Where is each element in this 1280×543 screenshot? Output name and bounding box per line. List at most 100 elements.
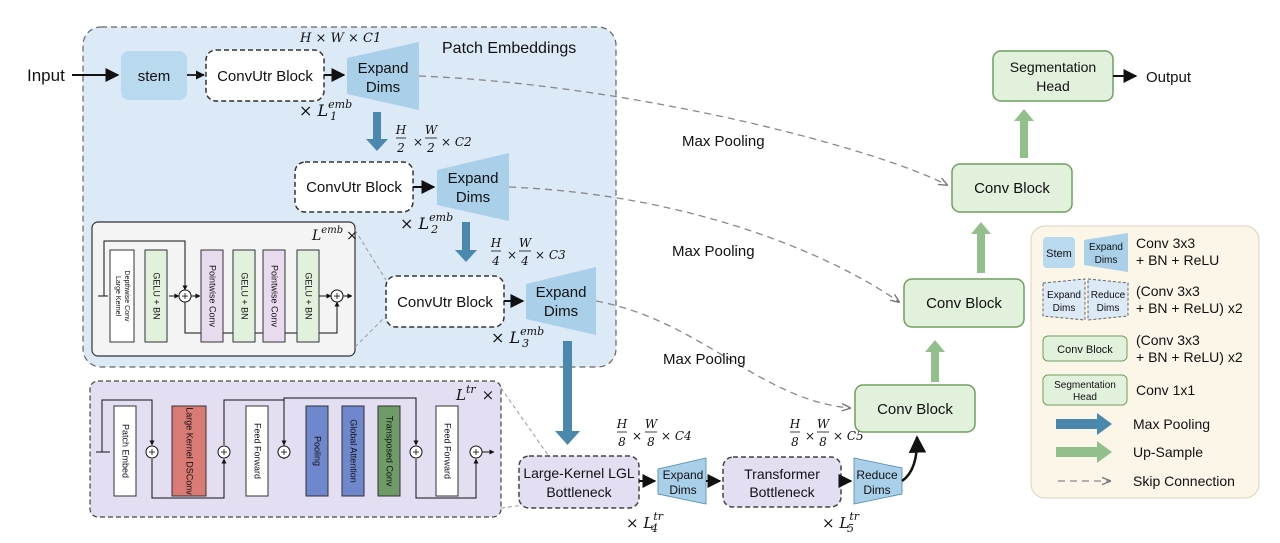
legend-up-sample-arrow [1056,441,1112,463]
expand-dims-2 [437,153,509,221]
legend-skip-connection: Skip Connection [1133,473,1235,489]
reduce-dims [853,457,903,505]
expand-dims-3-line1: Expand [536,284,587,301]
emb-pointwise-conv-1-label: Pointwise Conv [208,265,218,328]
svg-text:Head: Head [1073,392,1097,403]
expand-dims-3 [526,267,596,335]
svg-text:× C5: × C5 [833,429,864,443]
expand-dims-3-line2: Dims [544,303,578,320]
reduce-dims-line1: Reduce [856,468,898,482]
legend-seg-head [1042,374,1128,406]
stage1-dims: H × W × C1 [299,31,381,46]
svg-text:Dims: Dims [1097,303,1120,314]
emb-gelu-bn-3 [296,249,320,343]
emb-detail-repeat: Lemb× [311,225,358,244]
svg-text:8: 8 [618,435,626,449]
legend-max-pooling-arrow [1056,413,1112,435]
svg-text:H: H [616,417,628,431]
expand-dims-4-line2: Dims [669,483,696,497]
svg-text:8: 8 [647,435,655,449]
expand-dims-1-line1: Expand [358,60,409,77]
emb-pointwise-conv-1 [200,249,224,343]
legend-expand-2 [1042,278,1086,321]
svg-text:Dims: Dims [1095,255,1118,266]
output-label: Output [1146,69,1192,86]
svg-text:W: W [425,123,439,137]
expand-dims-1-line2: Dims [366,79,400,96]
svg-text:× C3: × C3 [535,248,566,262]
svg-text:Expand: Expand [1047,290,1081,301]
svg-text:Dims: Dims [1053,303,1076,314]
svg-text:×: × [805,429,815,443]
reduce-dims-line2: Dims [863,483,890,497]
svg-text:Conv Block: Conv Block [1057,344,1113,356]
skip-connection-3 [595,300,850,408]
legend-row2-line2: + BN + ReLU) x2 [1136,300,1243,316]
tr-dims: H 8 × W 8 × C5 [789,417,864,449]
convutr-block-1-label: ConvUtr Block [217,68,313,85]
tr-global-attention [341,405,365,497]
emb-large-kernel-dw-conv [109,249,135,343]
expand-dims-4-line1: Expand [663,468,704,482]
up-arrow-1 [925,340,945,382]
segmentation-head-line1: Segmentation [1010,59,1096,75]
max-pooling-label-3: Max Pooling [663,351,746,368]
down-arrow-1 [366,112,388,151]
convutr-block-3-label: ConvUtr Block [397,294,493,311]
down-arrow-3 [555,341,580,445]
svg-text:+: + [220,445,227,459]
svg-text:4: 4 [491,254,500,268]
svg-text:×: × [632,429,642,443]
svg-text:Reduce: Reduce [1091,290,1126,301]
input-label: Input [27,66,65,85]
tr-transposed-conv [377,405,401,497]
stage3-dims: H 4 × W 4 × C3 [490,236,566,268]
svg-text:+: + [280,445,287,459]
svg-text:× C4: × C4 [661,429,692,443]
legend-stem [1043,237,1075,268]
conv-block-3 [854,384,976,433]
svg-text:+: + [148,445,155,459]
segmentation-head-line2: Head [1036,78,1069,94]
transformer-bottleneck-line1: Transformer [744,466,820,482]
svg-text:8: 8 [819,435,827,449]
svg-text:2: 2 [396,141,405,155]
svg-text:×: × [413,135,423,149]
legend-conv-block [1042,335,1128,362]
tr-patch-embed [113,405,137,497]
legend-row4: Conv 1x1 [1136,382,1195,398]
tr-transposed-conv-label: Transposed Conv [385,416,395,487]
patch-embeddings-title: Patch Embeddings [442,40,576,57]
svg-text:+: + [412,445,419,459]
stage2-dims: H 2 × W 2 × C2 [395,123,472,155]
skip-connection-2 [508,186,899,302]
svg-text:Segmentation: Segmentation [1054,380,1116,391]
emb-pointwise-conv-2 [262,249,286,343]
emb-gelu-bn-1-label: GELU + BN [152,272,162,319]
conv-block-1-label: Conv Block [974,180,1050,197]
expand-dims-1 [347,42,419,110]
lgl-dims: H 8 × W 8 × C4 [616,417,692,449]
svg-text:×: × [507,248,517,262]
svg-text:H: H [789,417,801,431]
svg-text:8: 8 [791,435,799,449]
stem-block [121,51,187,100]
lgl-bottleneck [518,455,640,509]
convutr-block-2-label: ConvUtr Block [306,179,402,196]
tr-pooling [305,405,329,497]
tr-feed-forward-2 [435,405,459,497]
svg-text:2: 2 [426,141,435,155]
conv-block-2 [903,278,1025,328]
svg-text:H: H [395,123,407,137]
svg-text:W: W [519,236,533,250]
svg-text:+: + [472,445,479,459]
svg-text:W: W [645,417,659,431]
emb-large-kernel-dw-conv-label-2: Depthwise Conv [123,271,130,322]
transformer-bottleneck-line2: Bottleneck [749,484,815,500]
